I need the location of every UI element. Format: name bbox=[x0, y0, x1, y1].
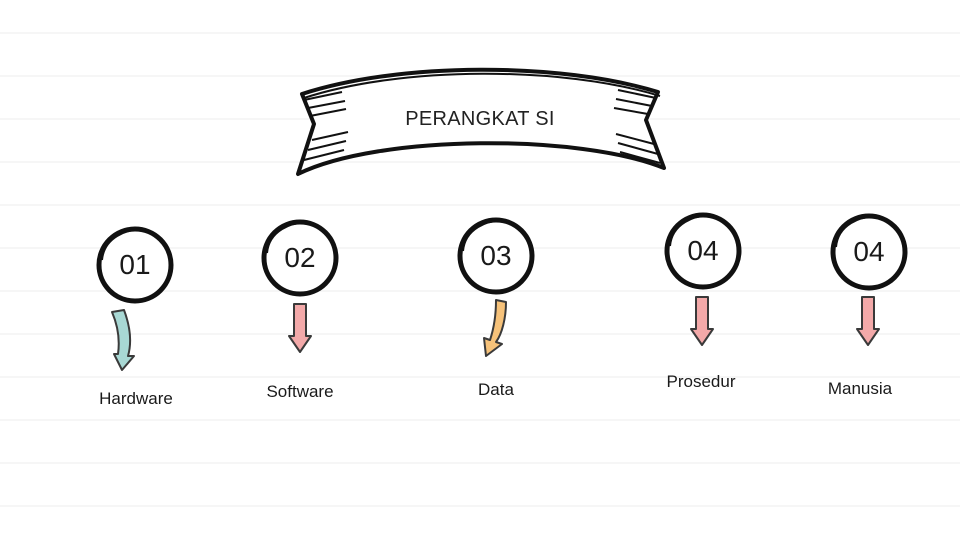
item-label: Hardware bbox=[99, 389, 173, 408]
item-number: 02 bbox=[284, 242, 316, 273]
number-circle bbox=[261, 219, 339, 297]
arrow-down-icon bbox=[111, 309, 135, 371]
item-number: 03 bbox=[480, 240, 512, 271]
item-label: Manusia bbox=[827, 379, 893, 398]
arrow-down-icon bbox=[856, 296, 880, 346]
item-label: Software bbox=[266, 382, 334, 401]
item-label: Prosedur bbox=[666, 372, 736, 391]
item-label: Data bbox=[478, 380, 514, 399]
number-circle bbox=[96, 226, 174, 304]
number-circle bbox=[664, 212, 742, 290]
banner-title: PERANGKAT SI bbox=[405, 108, 555, 130]
item-number: 04 bbox=[687, 235, 719, 266]
arrow-down-icon bbox=[288, 303, 312, 353]
ribbon-banner bbox=[296, 67, 666, 176]
arrow-down-icon bbox=[690, 296, 714, 346]
number-circle bbox=[457, 217, 535, 295]
item-number: 04 bbox=[853, 236, 885, 267]
item-number: 01 bbox=[119, 249, 151, 280]
arrow-down-icon bbox=[483, 299, 507, 357]
number-circle bbox=[830, 213, 908, 291]
